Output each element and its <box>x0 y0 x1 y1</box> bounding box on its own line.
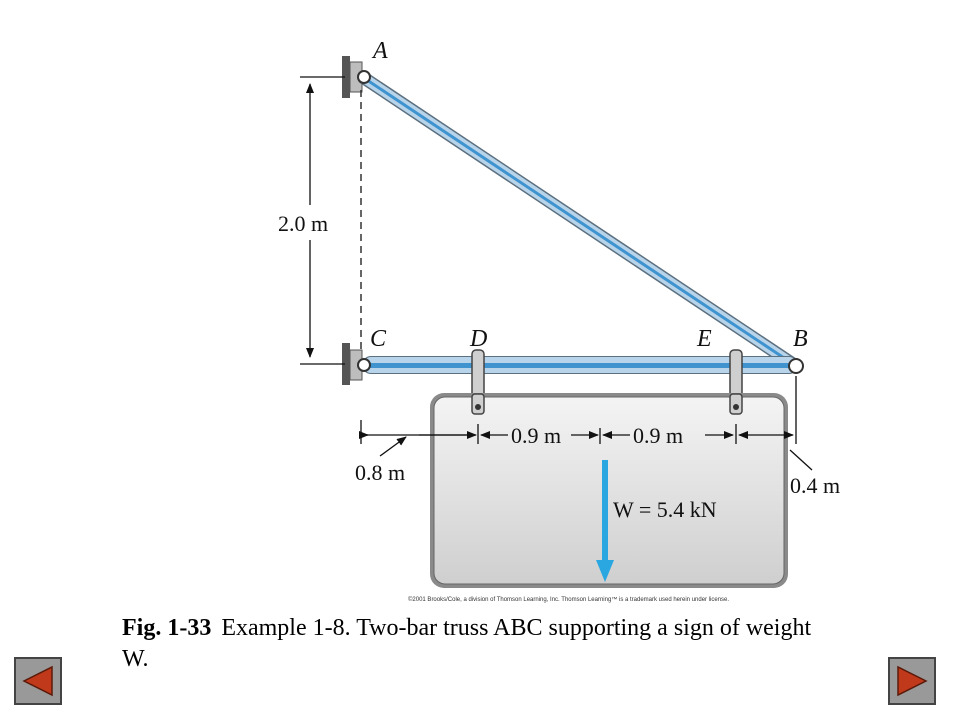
label-0-9-m-right: 0.9 m <box>633 423 683 448</box>
triangle-right-icon <box>897 665 928 697</box>
label-point-d: D <box>469 326 487 352</box>
next-slide-button[interactable] <box>888 657 936 705</box>
support-c <box>342 343 363 385</box>
dimension-horizontal <box>359 376 813 471</box>
label-point-b: B <box>793 326 808 352</box>
label-0-9-m-left: 0.9 m <box>511 423 561 448</box>
load-label: W = 5.4 kN <box>613 497 717 522</box>
previous-slide-button[interactable] <box>14 657 62 705</box>
load-arrow <box>596 460 614 582</box>
label-point-a: A <box>371 38 388 64</box>
label-0-4-m: 0.4 m <box>790 473 840 498</box>
bar-ab <box>357 71 803 373</box>
label-2-0-m: 2.0 m <box>278 211 328 236</box>
pin-b <box>788 358 804 374</box>
label-0-8-m: 0.8 m <box>355 460 405 485</box>
caption-text: Example 1-8. Two-bar truss ABC supportin… <box>122 615 812 672</box>
pin-a <box>357 70 371 84</box>
figure-number: Fig. 1-33 <box>122 615 212 641</box>
copyright-note: ©2001 Brooks/Cole, a division of Thomson… <box>408 596 729 603</box>
truss-diagram: 2.0 m 0.9 m 0.9 m 0.8 m 0.4 m A C D E B … <box>278 38 840 603</box>
triangle-left-icon <box>22 665 53 697</box>
label-point-c: C <box>370 326 387 352</box>
dimension-height <box>300 76 345 365</box>
sign-panel <box>430 393 788 588</box>
pin-c <box>357 358 371 372</box>
label-point-e: E <box>696 326 712 352</box>
